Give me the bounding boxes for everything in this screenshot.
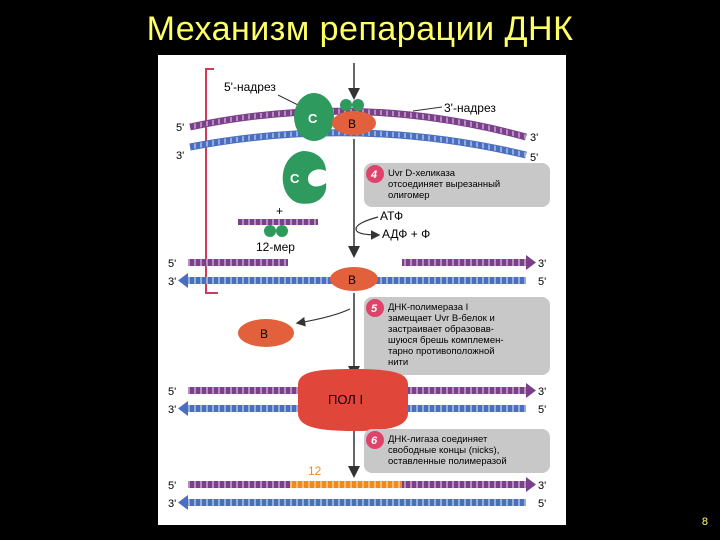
end-label-5-top-left: 5' [176,122,184,134]
protein-c-bound-label: C [308,111,318,126]
step5-line3: застраивает образовав- [388,324,494,335]
end-label-3-stage2-right: 3' [538,258,546,270]
twelve-mer-label: 12-мер [256,240,295,254]
protein-b-stage2-label: B [348,273,356,287]
atp-curve-arrow [355,216,381,240]
step6-line3: оставленные полимеразой [388,456,507,467]
step5-line1: ДНК-полимераза I [388,302,468,313]
release-b-arrow [295,308,351,327]
protein-b-stage2 [330,267,378,291]
protein-c-bound [294,93,334,141]
step6-line1: ДНК-лигаза соединяет [388,434,488,445]
step5-line4: шуюся брешь комплемен- [388,335,504,346]
step4-line2: отсоединяет вырезанный [388,179,500,190]
side-bracket [205,68,218,294]
stage4-strands [178,477,536,510]
end-label-3-bottom-left: 3' [176,150,184,162]
end-label-5-stage4-left: 5' [168,480,176,492]
twelve-label: 12 [308,464,322,478]
slide-title: Механизм репарации ДНК [146,10,574,48]
step4-number: 4 [370,169,377,181]
protein-pol-i [298,369,408,431]
end-label-3-stage2-left: 3' [168,276,176,288]
end-label-5-stage4-right: 5' [538,498,546,510]
nick3-label: 3'-надрез [444,101,496,115]
atp-label: АТФ [380,209,403,223]
step5-line5: тарно противоположной [388,346,495,357]
protein-a-dimer-1 [340,99,352,111]
oligomer-rungs [238,219,318,225]
step5-line6: нити [388,357,408,368]
step4-box [364,163,550,207]
protein-b-released-label: B [260,327,268,341]
page-number: 8 [701,516,708,528]
step5-number: 5 [371,303,378,315]
dna-repair-figure: 5' 3' 3' 5' 5'-надрез 3'-надрез C B C 4 … [158,55,566,525]
step4-badge [366,165,384,183]
protein-a-released-1 [264,225,276,237]
step4-line1: Uvr D-хеликаза [388,168,456,179]
protein-b-bound [332,111,376,135]
step4-line3: олигомер [388,190,430,201]
plus-sign: + [276,204,283,218]
end-label-5-stage2-right: 5' [538,276,546,288]
step5-box [364,297,550,375]
nick5-pointer [277,94,299,106]
nick3-pointer [412,106,443,112]
end-label-5-stage3-left: 5' [168,386,176,398]
dna-repair-diagram: 5' 3' 3' 5' 5'-надрез 3'-надрез C B C 4 … [168,63,550,510]
protein-b-bound-label: B [348,117,356,131]
end-label-3-top-right: 3' [530,132,538,144]
step6-box [364,429,550,473]
step6-number: 6 [371,435,378,447]
step6-line2: свободные концы (nicks), [388,445,499,456]
protein-b-released [238,319,294,347]
end-label-3-stage3-right: 3' [538,386,546,398]
end-label-3-stage4-left: 3' [168,498,176,510]
end-label-5-bottom-right: 5' [530,152,538,164]
protein-c-released-label: C [290,171,300,186]
adp-label: АДФ + Ф [382,227,430,241]
step5-line2: замещает Uvr B-белок и [388,313,495,324]
end-label-3-stage3-left: 3' [168,404,176,416]
protein-a-released-2 [276,225,288,237]
end-label-5-stage2-left: 5' [168,258,176,270]
nick5-label: 5'-надрез [224,80,276,94]
protein-a-dimer-2 [352,99,364,111]
end-label-3-stage4-right: 3' [538,480,546,492]
step5-badge [366,299,384,317]
step6-badge [366,431,384,449]
protein-pol-i-label: ПОЛ I [328,392,363,407]
protein-c-released [282,151,327,204]
end-label-5-stage3-right: 5' [538,404,546,416]
